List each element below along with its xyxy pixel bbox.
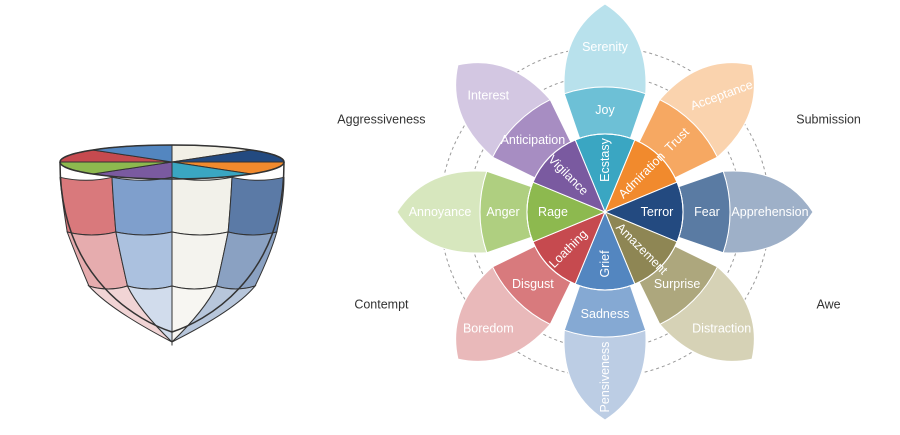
label-anger-basic: Anger (486, 205, 519, 219)
label-joy-basic: Joy (595, 103, 615, 117)
bowl-rim (59, 144, 285, 180)
label-surprise-basic: Surprise (654, 277, 701, 291)
label-joy-intense: Ecstasy (598, 137, 612, 182)
dyad-contempt: Contempt (354, 298, 409, 312)
label-fear-intense: Terror (641, 205, 674, 219)
plutchik-wheel: EcstasyJoySerenityAdmirationTrustAccepta… (337, 3, 861, 435)
dyad-aggressiveness: Aggressiveness (337, 112, 425, 126)
dyad-awe: Awe (817, 298, 841, 312)
label-anticipation-mild: Interest (467, 88, 509, 102)
label-sadness-mild: Pensiveness (598, 342, 612, 413)
label-fear-mild: Apprehension (731, 205, 808, 219)
label-disgust-mild: Boredom (463, 322, 514, 336)
bowl-outline (59, 161, 285, 333)
dyad-submission: Submission (796, 112, 861, 126)
label-anticipation-basic: Anticipation (501, 133, 566, 147)
label-sadness-intense: Grief (598, 250, 612, 278)
inner-ring-boundary (526, 133, 684, 291)
label-surprise-mild: Distraction (692, 322, 751, 336)
label-sadness-basic: Sadness (581, 307, 630, 321)
label-anger-mild: Annoyance (409, 205, 472, 219)
emotion-cone-bowl (59, 144, 285, 346)
label-disgust-basic: Disgust (512, 277, 554, 291)
label-joy-mild: Serenity (582, 40, 629, 54)
label-fear-basic: Fear (694, 205, 720, 219)
bowl-segment (171, 176, 233, 236)
label-anger-intense: Rage (538, 205, 568, 219)
bowl-segment (111, 176, 173, 236)
bowl-segment (171, 285, 257, 346)
